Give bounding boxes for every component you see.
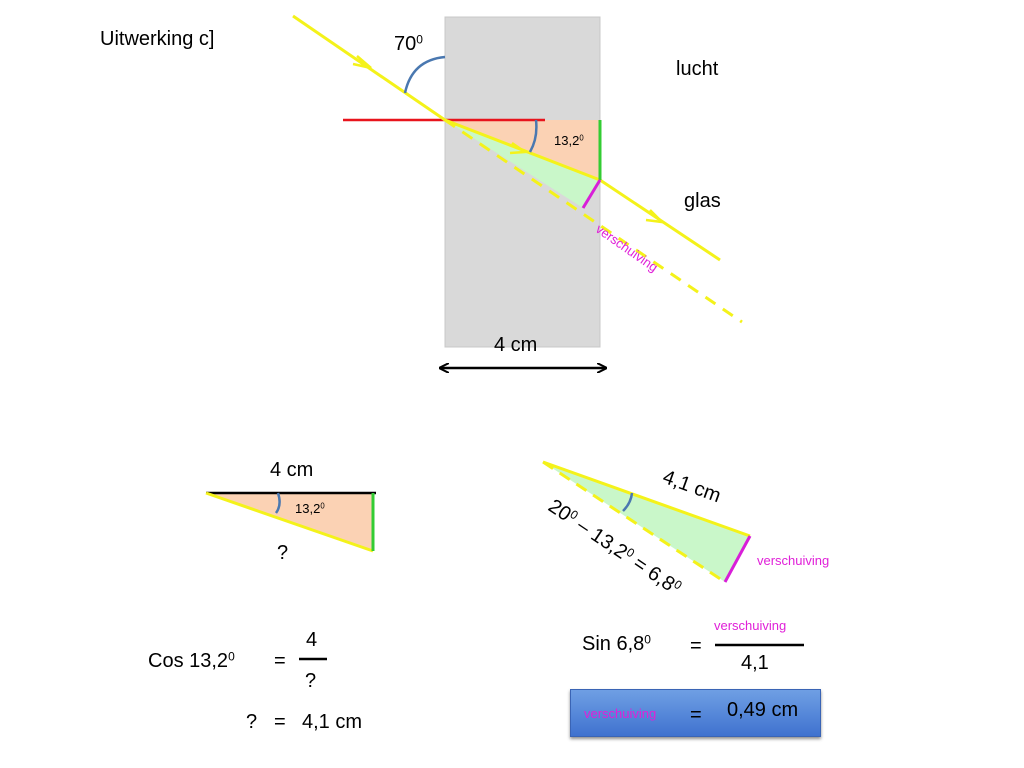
left-angle-arc [274,492,281,514]
heading: Uitwerking c] [100,28,215,50]
dashed-extension [444,118,743,324]
sin-numerator: verschuiving [714,618,787,633]
cos-lhs-degree: 0 [228,649,235,664]
left-tri-hyp-label: ? [277,542,289,564]
glass-label: glas [684,190,721,212]
cos-lhs-text: Cos 13,2 [148,650,229,672]
cos-numerator: 4 [306,629,318,651]
angle-70-value: 70 [394,33,417,55]
right-tri-shift [723,535,752,583]
angle-arc-13 [528,119,538,153]
sin-lhs: Sin 6,80 [582,632,651,655]
result-value: 4,1 cm [302,711,363,733]
answer-equals: = [690,704,702,726]
result-q: ? [246,711,258,733]
refraction-angle-value: 13,2 [554,133,580,148]
angle-70-label: 700 [394,32,423,55]
cos-equals: = [274,650,286,672]
answer-box [570,689,821,737]
left-tri-top-label: 4 cm [270,459,314,481]
cos-denominator: ? [305,670,317,692]
answer-value: 0,49 cm [727,699,799,721]
sin-lhs-degree: 0 [644,632,651,647]
right-tri-shift-label: verschuiving [757,553,830,568]
left-tri-angle-degree: 0 [320,501,325,511]
ray-arrow-3 [645,209,666,224]
width-label: 4 cm [494,334,538,356]
sin-lhs-text: Sin 6,8 [582,633,645,655]
left-tri-angle-value: 13,2 [295,501,321,516]
ray-arrow-1 [352,55,372,70]
angle-arc-70 [403,55,446,94]
sin-denominator: 4,1 [741,652,769,674]
green-triangle-right [543,462,750,582]
air-label: lucht [676,58,719,80]
right-tri-hyp [542,460,751,538]
shift-line-top [581,179,602,209]
result-equals: = [274,711,286,733]
cos-lhs: Cos 13,20 [148,649,235,672]
right-tri-dashed [542,460,726,584]
left-tri-angle-label: 13,20 [295,502,325,515]
ray-arrow-2 [509,141,529,155]
green-triangle-top [445,120,600,208]
answer-label: verschuiving [584,706,657,721]
refraction-angle-label: 13,20 [554,134,584,147]
sin-equals: = [690,635,702,657]
right-angle-arc [622,492,634,512]
left-tri-hyp [205,491,374,553]
refraction-angle-degree: 0 [579,133,584,143]
angle-70-degree: 0 [416,32,423,47]
